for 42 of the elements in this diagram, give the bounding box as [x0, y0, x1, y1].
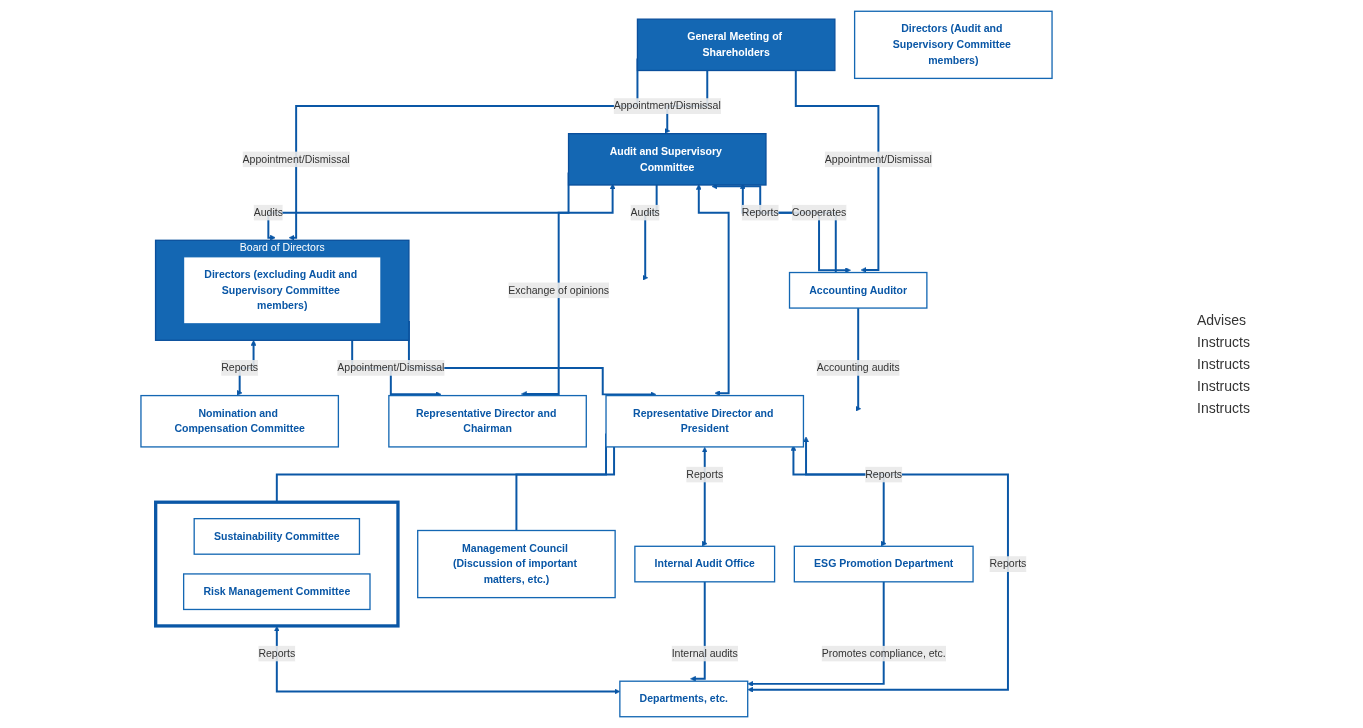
node-box: ESG Promotion Department — [793, 545, 974, 583]
edge-label: Reports — [258, 647, 296, 659]
edge-label: Internal audits — [671, 647, 738, 659]
arrow — [747, 580, 885, 687]
arrow — [794, 69, 880, 273]
edge-label: Cooperates — [791, 206, 847, 218]
edge-label: Reports — [221, 362, 259, 374]
edge-label: Reports — [989, 558, 1027, 570]
node-box: Management Council (Discussion of important matters, etc.) — [417, 529, 616, 599]
edge-label: Promotes compliance, etc. — [821, 647, 946, 659]
edge-label: Appointment/Dismissal — [337, 362, 445, 374]
node-box: Accounting Auditor — [788, 271, 928, 309]
node-box: Sustainability Committee — [193, 518, 361, 555]
arrow — [695, 184, 730, 397]
node-box: Directors (excluding Audit and Supervisory Committee members) — [182, 256, 382, 325]
node-box: Departments, etc. — [619, 680, 749, 718]
connector — [515, 445, 616, 532]
node-box: Representative Director and Chairman — [388, 394, 587, 448]
annotation-text: Advises — [1197, 312, 1248, 328]
edge-label: Audits — [630, 206, 660, 218]
edge-label: Appointment/Dismissal — [613, 100, 721, 112]
edge-label: Exchange of opinions — [508, 284, 610, 296]
cluster — [154, 500, 400, 628]
edge-label: Accounting audits — [816, 362, 900, 374]
node-box: Representative Director and President — [605, 394, 805, 448]
edge-label: Audits — [253, 206, 283, 218]
node-box: Nomination and Compensation Committee — [140, 394, 340, 448]
edge-label: Reports — [865, 468, 903, 480]
edge-label: Appointment/Dismissal — [824, 153, 932, 165]
annotation-text: Instructs — [1197, 334, 1251, 350]
edge-label: Reports — [741, 206, 779, 218]
node-box: Audit and Supervisory Committee — [567, 133, 767, 186]
node-box: Risk Management Committee — [183, 573, 371, 611]
annotation-text: Instructs — [1197, 400, 1251, 416]
node-box: General Meeting of Shareholders — [636, 18, 836, 72]
node-box: Directors (Audit and Supervisory Committee members) — [853, 10, 1053, 80]
node-box: Internal Audit Office — [634, 545, 776, 583]
edge-label: Appointment/Dismissal — [242, 153, 350, 165]
edge-label: Reports — [686, 468, 724, 480]
annotation-text: Instructs — [1197, 356, 1251, 372]
annotation-text: Instructs — [1197, 378, 1251, 394]
arrow — [747, 436, 1009, 693]
